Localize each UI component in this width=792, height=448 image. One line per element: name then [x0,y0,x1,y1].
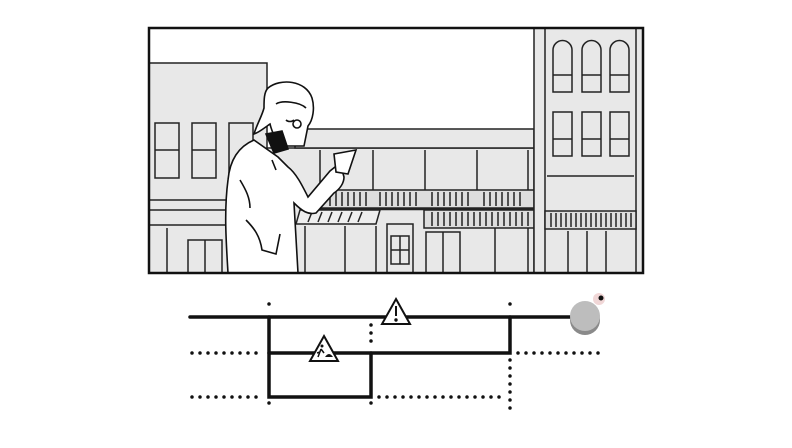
location-marker-icon[interactable] [570,293,605,335]
road-work-icon[interactable] [308,333,340,362]
person-reading-phone [224,81,358,274]
route-lines [188,315,582,399]
street-scene [147,26,645,275]
warning-triangle-icon[interactable] [380,296,412,325]
dotted-lines [190,302,602,413]
right-building [533,27,644,274]
route-diagram [188,293,605,413]
